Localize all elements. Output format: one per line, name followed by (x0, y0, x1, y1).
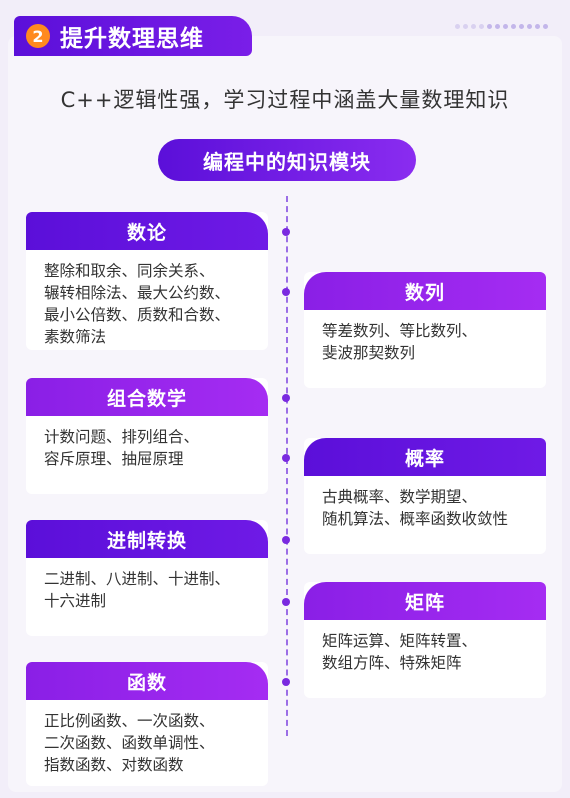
module-content: 整除和取余、同余关系、 辗转相除法、最大公约数、 最小公倍数、质数和合数、 素数… (44, 262, 231, 346)
module-title: 进制转换 (26, 520, 268, 558)
decorative-dots (455, 24, 548, 29)
timeline-line (286, 196, 288, 736)
module-card-probability: 概率 古典概率、数学期望、 随机算法、概率函数收敛性 (304, 438, 546, 554)
timeline-dot (282, 598, 290, 606)
module-card-functions: 函数 正比例函数、一次函数、 二次函数、函数单调性、 指数函数、对数函数 (26, 662, 268, 786)
module-content: 计数问题、排列组合、 容斥原理、抽屉原理 (44, 428, 200, 468)
module-card-sequences: 数列 等差数列、等比数列、 斐波那契数列 (304, 272, 546, 388)
module-card-number-theory: 数论 整除和取余、同余关系、 辗转相除法、最大公约数、 最小公倍数、质数和合数、… (26, 212, 268, 350)
module-content: 古典概率、数学期望、 随机算法、概率函数收敛性 (322, 488, 509, 528)
module-title: 数列 (304, 272, 546, 310)
module-card-base-conversion: 进制转换 二进制、八进制、十进制、 十六进制 (26, 520, 268, 636)
center-label-pill: 编程中的知识模块 (158, 139, 416, 181)
timeline-dot (282, 228, 290, 236)
section-number-badge: 2 (26, 24, 50, 48)
module-title: 组合数学 (26, 378, 268, 416)
module-card-combinatorics: 组合数学 计数问题、排列组合、 容斥原理、抽屉原理 (26, 378, 268, 494)
module-content: 二进制、八进制、十进制、 十六进制 (44, 570, 231, 610)
module-content: 等差数列、等比数列、 斐波那契数列 (322, 322, 478, 362)
module-content: 矩阵运算、矩阵转置、 数组方阵、特殊矩阵 (322, 632, 478, 672)
module-content: 正比例函数、一次函数、 二次函数、函数单调性、 指数函数、对数函数 (44, 712, 215, 774)
module-title: 概率 (304, 438, 546, 476)
timeline-dot (282, 536, 290, 544)
timeline-dot (282, 288, 290, 296)
module-title: 数论 (26, 212, 268, 250)
module-card-matrix: 矩阵 矩阵运算、矩阵转置、 数组方阵、特殊矩阵 (304, 582, 546, 698)
subtitle: C++逻辑性强，学习过程中涵盖大量数理知识 (60, 88, 510, 112)
module-title: 矩阵 (304, 582, 546, 620)
section-header: 2 提升数理思维 (14, 16, 252, 56)
module-title: 函数 (26, 662, 268, 700)
timeline-dot (282, 678, 290, 686)
timeline-dot (282, 394, 290, 402)
section-title: 提升数理思维 (60, 26, 204, 52)
timeline-dot (282, 454, 290, 462)
